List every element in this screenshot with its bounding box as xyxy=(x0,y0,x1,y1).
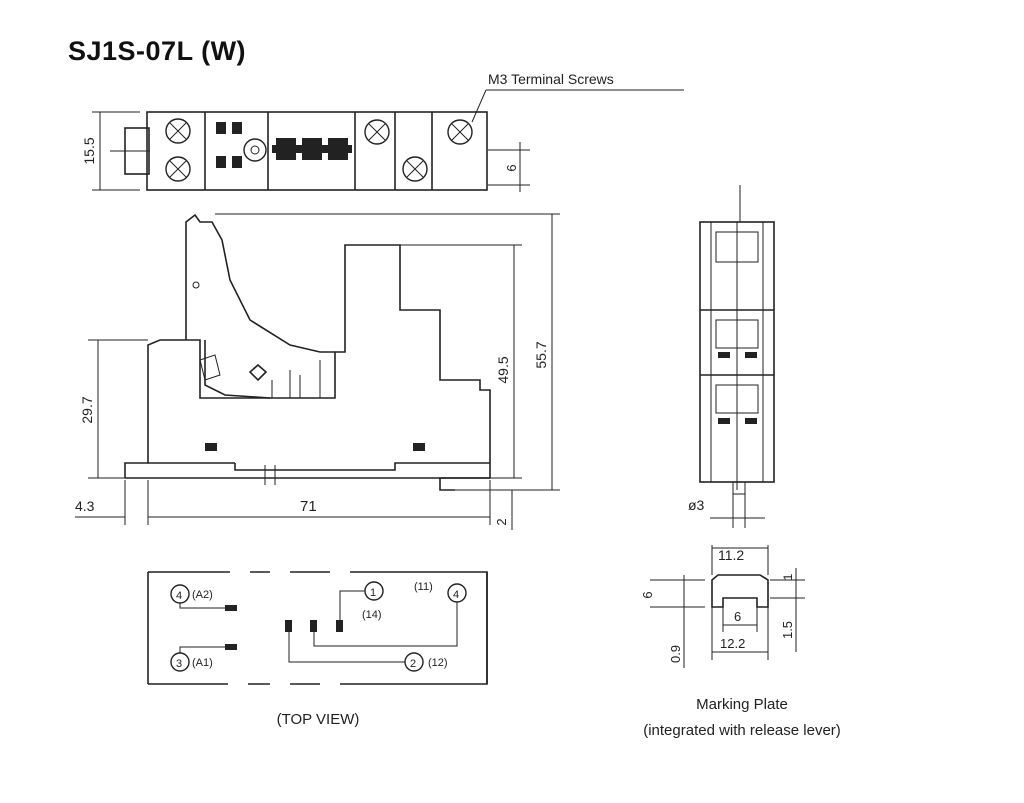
dim-plate-gap: 1 xyxy=(781,573,795,580)
dim-left-offset: 4.3 xyxy=(75,498,95,514)
label-11: (11) xyxy=(414,581,433,593)
dim-overall-height: 55.7 xyxy=(533,341,549,368)
dim-plate-side: 1.5 xyxy=(780,621,795,639)
dim-width: 71 xyxy=(300,498,317,515)
svg-text:3: 3 xyxy=(176,658,182,670)
callout-label: M3 Terminal Screws xyxy=(488,71,614,87)
svg-text:4: 4 xyxy=(453,589,459,601)
dim-inner-height: 49.5 xyxy=(495,356,511,383)
marking-plate: 11.2 6 6 12.2 0.9 1 1.5 xyxy=(640,545,805,668)
dim-plate-height: 6 xyxy=(640,591,655,598)
dim-plate-inner: 6 xyxy=(734,609,741,624)
caption-marking-plate: Marking Plate xyxy=(696,696,788,713)
terminal-12: 2 (12) xyxy=(285,620,448,672)
screw-icon xyxy=(165,156,191,182)
svg-text:1: 1 xyxy=(370,587,376,599)
side-view: ø3 xyxy=(688,185,775,528)
dim-left-height: 29.7 xyxy=(79,396,95,423)
terminal-a1: 3 (A1) xyxy=(170,644,237,672)
screw-icon xyxy=(364,119,390,145)
contact-slots xyxy=(216,122,352,168)
dim-top-height: 15.5 xyxy=(81,137,97,164)
label-a2: (A2) xyxy=(192,589,213,601)
dim-plate-thickness: 0.9 xyxy=(668,645,683,663)
svg-text:4: 4 xyxy=(176,590,182,602)
dim-bottom-offset: 2 xyxy=(494,518,509,525)
screw-icon xyxy=(165,118,191,144)
screw-icon xyxy=(447,119,473,145)
terminal-14: 1 (14) xyxy=(336,581,384,632)
front-view: 29.7 49.5 55.7 4.3 71 2 xyxy=(75,213,560,530)
caption-top-view: (TOP VIEW) xyxy=(277,711,360,728)
label-14: (14) xyxy=(362,609,382,621)
dim-pin-dia: ø3 xyxy=(688,497,705,513)
label-a1: (A1) xyxy=(192,657,213,669)
top-strip-view: M3 Terminal Screws 15.5 6 xyxy=(81,71,684,192)
screw-icon xyxy=(243,138,267,162)
dim-plate-base: 12.2 xyxy=(720,636,745,651)
screw-icon xyxy=(402,156,428,182)
terminal-11: 4 (11) xyxy=(310,581,467,647)
terminal-a2: 4 (A2) xyxy=(170,584,237,611)
caption-marking-plate-note: (integrated with release lever) xyxy=(643,722,841,739)
dim-top-small: 6 xyxy=(504,164,519,171)
dim-plate-width: 11.2 xyxy=(718,547,744,563)
svg-text:2: 2 xyxy=(410,658,416,670)
drawing-title: SJ1S-07L (W) xyxy=(68,36,247,66)
top-view-wiring: 4 (A2) 3 (A1) 1 (14) 4 xyxy=(147,571,488,685)
label-12: (12) xyxy=(428,657,448,669)
